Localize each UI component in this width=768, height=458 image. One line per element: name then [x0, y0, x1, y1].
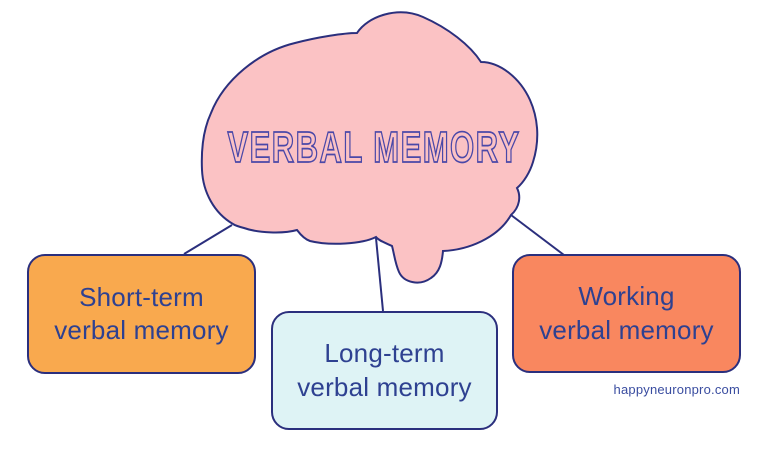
node-label-line1: Short-term: [79, 281, 204, 312]
connector-line-working: [510, 214, 565, 256]
brain-title: VERBAL MEMORY: [228, 123, 521, 172]
node-label-line1: Working: [578, 281, 675, 312]
node-box-long-term-verbal-memory: Long-term verbal memory: [271, 311, 498, 430]
watermark-site-url: happyneuronpro.com: [613, 382, 740, 397]
node-box-working-verbal-memory: Working verbal memory: [512, 254, 741, 373]
node-label-line2: verbal memory: [539, 314, 714, 345]
node-label-line2: verbal memory: [54, 315, 229, 345]
node-label-line1: Long-term: [324, 338, 445, 369]
node-label-line2: verbal memory: [297, 371, 472, 402]
connector-line-short-term: [183, 224, 233, 255]
brain-shape-outline: [200, 11, 539, 284]
connector-line-long-term: [375, 237, 384, 312]
brain-shape: [201, 12, 538, 283]
node-box-short-term-verbal-memory: Short-term verbal memory: [27, 254, 256, 374]
